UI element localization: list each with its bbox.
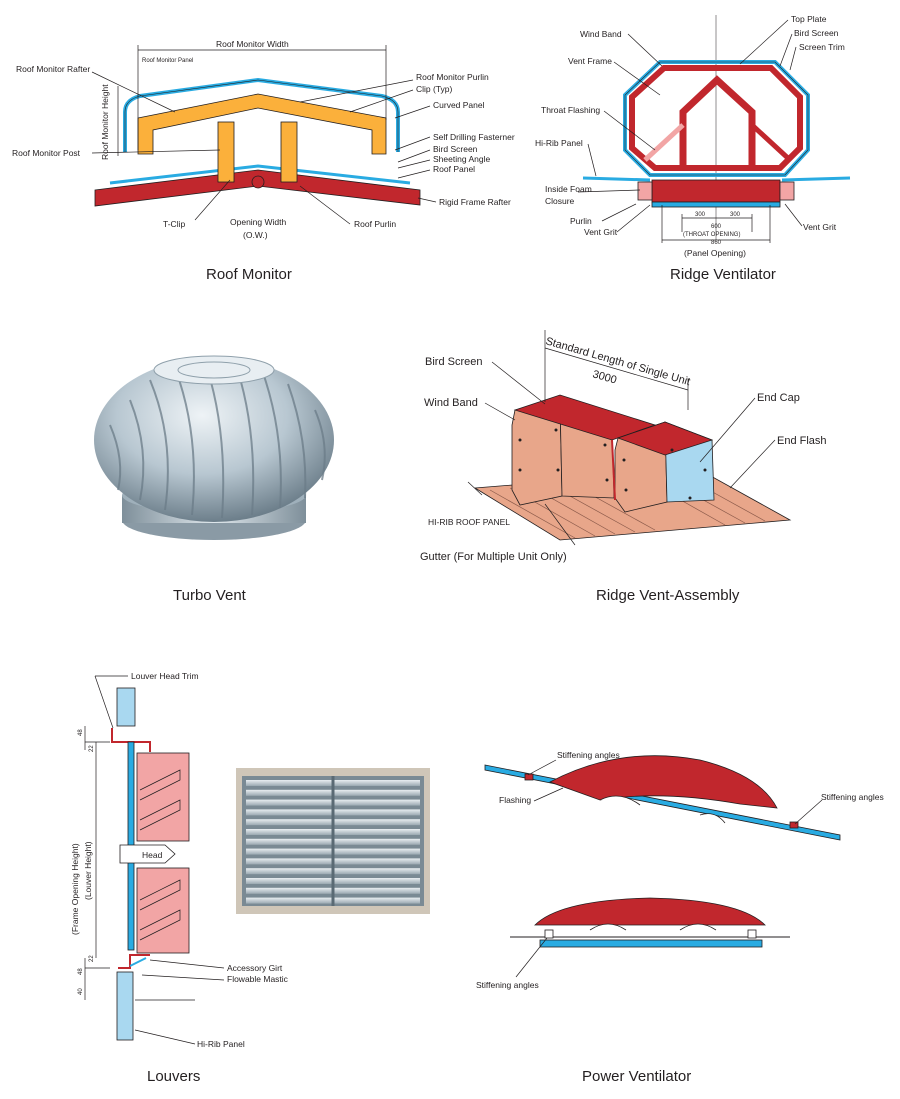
rm-width-label: Roof Monitor Width bbox=[216, 39, 289, 49]
rm-ow-label: (O.W.) bbox=[243, 230, 268, 240]
rva-gutter-label: Gutter (For Multiple Unit Only) bbox=[420, 551, 567, 563]
ridge-ventilator-drawing bbox=[577, 15, 851, 243]
louver-hi-rib-panel bbox=[116, 971, 134, 1041]
rv-wind-band-label: Wind Band bbox=[580, 29, 622, 39]
louver-wall-lower bbox=[136, 867, 190, 954]
roof-panel bbox=[109, 164, 411, 185]
rv-vent-grit-left-label: Vent Grit bbox=[584, 227, 618, 237]
hi-rib-panel-right bbox=[781, 176, 851, 182]
rv-bird-screen-label: Bird Screen bbox=[794, 28, 839, 38]
rm-opening-width-label: Opening Width bbox=[230, 217, 286, 227]
rv-throat-flashing-label: Throat Flashing bbox=[541, 105, 600, 115]
louvers-caption: Louvers bbox=[147, 1068, 200, 1085]
louver-accessory-girt-label: Accessory Girt bbox=[227, 963, 283, 973]
rv-vent-grit-right-label: Vent Grit bbox=[803, 222, 837, 232]
louver-head-label: Head bbox=[142, 850, 163, 860]
louver-dim-48-bottom: 48 bbox=[78, 968, 84, 975]
foam-closure-right bbox=[779, 181, 795, 201]
rv-dim-300a: 300 bbox=[695, 212, 706, 218]
rm-height-label: Roof Monitor Height bbox=[100, 84, 110, 160]
rv-dim-300b: 300 bbox=[730, 212, 741, 218]
louver-dim-22-bottom: 22 bbox=[89, 955, 95, 962]
rv-purlin-label: Purlin bbox=[570, 216, 592, 226]
pv-dome-top bbox=[549, 755, 778, 809]
louver-flowable-mastic-label: Flowable Mastic bbox=[227, 974, 289, 984]
rm-t-clip-label: T-Clip bbox=[163, 219, 185, 229]
rv-panel-opening: (Panel Opening) bbox=[684, 248, 746, 258]
power-ventilator-drawing bbox=[484, 755, 841, 978]
louvers-drawing bbox=[84, 675, 225, 1045]
rv-screen-trim-label: Screen Trim bbox=[799, 42, 845, 52]
rm-curved-panel-label: Curved Panel bbox=[433, 100, 485, 110]
pv-stiffening-right-label: Stiffening angles bbox=[821, 792, 884, 802]
pv-stiffening-top-label: Stiffening angles bbox=[557, 750, 620, 760]
rm-purlin-label: Roof Monitor Purlin bbox=[416, 72, 489, 82]
rv-dim-860: 860 bbox=[711, 240, 722, 246]
throat-flashing bbox=[643, 123, 685, 162]
vent-base bbox=[651, 179, 781, 203]
louver-louver-height-label: (Louver Height) bbox=[83, 841, 93, 900]
rv-foam-label-1: Inside Foam bbox=[545, 184, 592, 194]
roof-monitor-drawing bbox=[91, 45, 437, 225]
louver-dim-22-top: 22 bbox=[89, 745, 95, 752]
rv-top-plate-label: Top Plate bbox=[791, 14, 827, 24]
pv-curb-bottom bbox=[539, 939, 763, 948]
roof-monitor-caption: Roof Monitor bbox=[206, 266, 292, 283]
rm-rafter-label: Roof Monitor Rafter bbox=[16, 64, 90, 74]
rva-bird-screen-label: Bird Screen bbox=[425, 356, 482, 368]
monitor-post-right bbox=[280, 121, 298, 183]
rva-end-cap-label: End Cap bbox=[757, 392, 800, 404]
rva-length-value: 3000 bbox=[591, 368, 618, 386]
monitor-rafter-frame bbox=[137, 93, 387, 155]
ridge-ventilator-caption: Ridge Ventilator bbox=[670, 266, 776, 283]
rva-end-flash-label: End Flash bbox=[777, 435, 827, 447]
vent-frame bbox=[629, 65, 803, 171]
hi-rib-panel-left bbox=[582, 176, 651, 182]
rva-wind-band-label: Wind Band bbox=[424, 397, 478, 409]
rv-vent-frame-label: Vent Frame bbox=[568, 56, 612, 66]
rm-post-label: Roof Monitor Post bbox=[12, 148, 81, 158]
rva-standard-length-label: Standard Length of Single Unit bbox=[544, 335, 691, 388]
monitor-post-left bbox=[217, 121, 235, 183]
rm-fasterner-label: Self Drilling Fasterner bbox=[433, 132, 515, 142]
louver-head-trim-label: Louver Head Trim bbox=[131, 671, 199, 681]
t-clip-marker bbox=[251, 175, 265, 189]
louver-dim-48-top: 48 bbox=[78, 729, 84, 736]
rm-sheeting-angle-label: Sheeting Angle bbox=[433, 154, 490, 164]
rm-panel-label: Roof Monitor Panel bbox=[142, 58, 193, 64]
rv-throat-opening: (THROAT OPENING) bbox=[683, 232, 740, 238]
rm-rigid-frame-label: Rigid Frame Rafter bbox=[439, 197, 511, 207]
rm-clip-label: Clip (Typ) bbox=[416, 84, 453, 94]
rm-bird-screen-label: Bird Screen bbox=[433, 144, 478, 154]
rm-roof-panel-label: Roof Panel bbox=[433, 164, 475, 174]
ridge-vent-assembly-caption: Ridge Vent-Assembly bbox=[596, 587, 740, 604]
pv-dome-bottom bbox=[534, 897, 766, 926]
pv-flashing-label: Flashing bbox=[499, 795, 531, 805]
pv-stiffening-bottom-label: Stiffening angles bbox=[476, 980, 539, 990]
rv-hi-rib-label: Hi-Rib Panel bbox=[535, 138, 583, 148]
foam-closure-left bbox=[637, 181, 653, 201]
louver-frame-height-label: (Frame Opening Height) bbox=[70, 843, 80, 935]
louver-photo bbox=[236, 768, 430, 914]
turbo-vent-dome bbox=[94, 358, 334, 522]
power-ventilator-caption: Power Ventilator bbox=[582, 1068, 691, 1085]
vent-unit-2-top bbox=[616, 421, 714, 456]
louver-dim-40: 40 bbox=[78, 988, 84, 995]
rv-dim-600: 600 bbox=[711, 224, 722, 230]
turbo-vent-caption: Turbo Vent bbox=[173, 587, 247, 604]
rv-foam-label-2: Closure bbox=[545, 196, 575, 206]
ridge-vent-assembly-drawing bbox=[467, 330, 792, 546]
turbo-vent-photo bbox=[94, 355, 334, 540]
rva-hi-rib-label: HI-RIB ROOF PANEL bbox=[428, 517, 510, 527]
louver-hi-rib-label: Hi-Rib Panel bbox=[197, 1039, 245, 1049]
rm-roof-purlin-label: Roof Purlin bbox=[354, 219, 396, 229]
head-arrow bbox=[119, 844, 176, 864]
